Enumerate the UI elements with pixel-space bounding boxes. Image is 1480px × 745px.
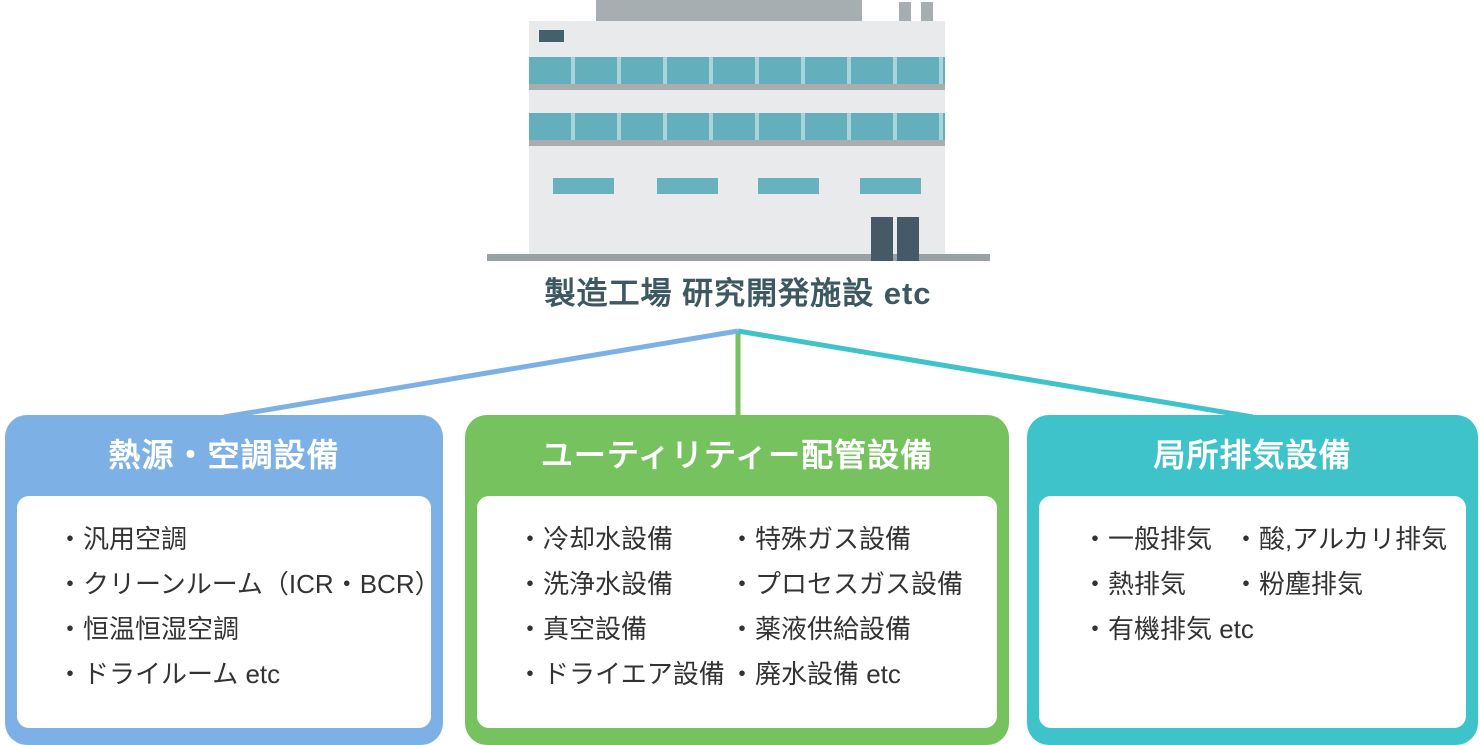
card-utility-panel: ・冷却水設備 ・洗浄水設備 ・真空設備 ・ドライエア設備 ・特殊ガス設備 ・プロ…: [477, 496, 997, 728]
building-small-window-3: [758, 178, 819, 194]
building-floor-strip-lower: [529, 140, 945, 146]
card-hvac-panel: ・汎用空調 ・クリーンルーム（ICR・BCR） ・恒温恒湿空調 ・ドライルーム …: [17, 496, 441, 728]
card-hvac: 熱源・空調設備 ・汎用空調 ・クリーンルーム（ICR・BCR） ・恒温恒湿空調 …: [5, 415, 443, 745]
connector-line-hvac: [223, 328, 739, 420]
list-item: ・クリーンルーム（ICR・BCR）: [57, 569, 441, 599]
building-sign: [539, 30, 564, 42]
list-item: ・廃水設備 etc: [729, 659, 901, 689]
list-item: ・粉塵排気: [1233, 569, 1364, 599]
card-local-exhaust: 局所排気設備 ・一般排気 ・熱排気 ・有機排気 etc ・酸,アルカリ排気 ・粉…: [1027, 415, 1478, 745]
list-item: ・恒温恒湿空調: [57, 614, 240, 644]
list-item: ・真空設備: [517, 614, 648, 644]
list-item: ・一般排気: [1082, 524, 1213, 554]
card-hvac-list: ・汎用空調 ・クリーンルーム（ICR・BCR） ・恒温恒湿空調 ・ドライルーム …: [57, 517, 441, 697]
card-utility-piping: ユーティリティー配管設備 ・冷却水設備 ・洗浄水設備 ・真空設備 ・ドライエア設…: [465, 415, 1009, 745]
list-item: ・洗浄水設備: [517, 569, 674, 599]
building-window-band-upper: [529, 57, 945, 84]
factory-building-illustration: 製造工場 研究開発施設 etc: [0, 0, 1480, 320]
building-small-window-1: [553, 178, 614, 194]
card-utility-list-right: ・特殊ガス設備 ・プロセスガス設備 ・薬液供給設備 ・廃水設備 etc: [729, 517, 963, 697]
list-item: ・特殊ガス設備: [729, 524, 912, 554]
list-item: ・酸,アルカリ排気: [1233, 524, 1448, 554]
card-exhaust-title: 局所排気設備: [1153, 437, 1352, 473]
connector-line-exhaust: [737, 328, 1254, 420]
list-item: ・冷却水設備: [517, 524, 674, 554]
building-small-window-2: [657, 178, 718, 194]
building-rooftop: [596, 0, 862, 22]
list-item: ・熱排気: [1082, 569, 1187, 599]
list-item: ・プロセスガス設備: [729, 569, 964, 599]
building-chimney-left: [899, 2, 911, 22]
building-caption: 製造工場 研究開発施設 etc: [544, 276, 932, 311]
card-exhaust-list-left: ・一般排気 ・熱排気 ・有機排気 etc: [1082, 517, 1254, 652]
building-ground-base: [487, 254, 990, 261]
list-item: ・ドライエア設備: [517, 659, 725, 689]
building-floor-strip-upper: [529, 84, 945, 90]
card-utility-title: ユーティリティー配管設備: [540, 437, 934, 473]
list-item: ・汎用空調: [57, 524, 188, 554]
building-door-left: [871, 217, 893, 261]
card-exhaust-panel: ・一般排気 ・熱排気 ・有機排気 etc ・酸,アルカリ排気 ・粉塵排気: [1039, 496, 1466, 728]
building-small-window-4: [860, 178, 921, 194]
list-item: ・有機排気 etc: [1082, 614, 1254, 644]
card-exhaust-list-right: ・酸,アルカリ排気 ・粉塵排気: [1233, 517, 1447, 607]
card-hvac-title: 熱源・空調設備: [108, 437, 340, 473]
building-window-band-lower: [529, 113, 945, 140]
building-chimney-right: [921, 2, 933, 22]
building-door-right: [897, 217, 919, 261]
list-item: ・ドライルーム etc: [57, 659, 281, 689]
card-utility-list-left: ・冷却水設備 ・洗浄水設備 ・真空設備 ・ドライエア設備: [517, 517, 725, 697]
list-item: ・薬液供給設備: [729, 614, 912, 644]
